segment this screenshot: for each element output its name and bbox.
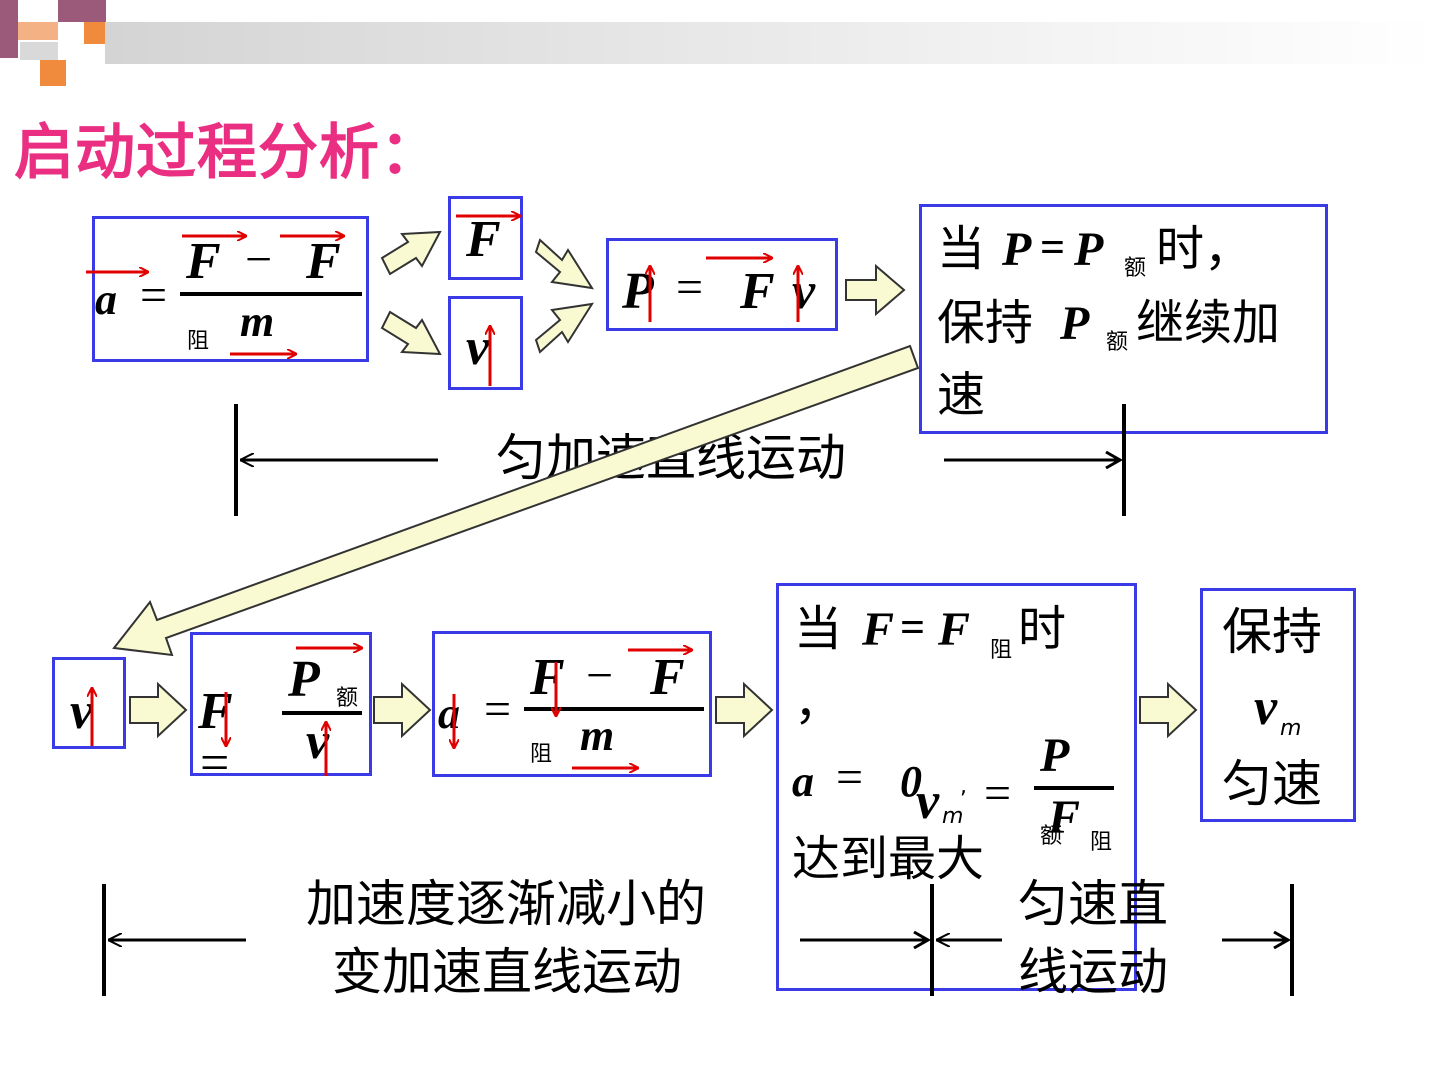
corner-square-orange-3	[40, 60, 66, 86]
status-2-continue: 继续加	[1136, 295, 1281, 351]
subscript-zu-2: 阻	[530, 742, 553, 767]
block-arrow-right-1	[845, 263, 906, 317]
status2-vm: v	[916, 773, 940, 830]
numerator-F: F	[186, 233, 221, 290]
status2-zero: 0	[900, 757, 922, 806]
corner-square-orange-1	[18, 22, 58, 40]
status2-dang: 当	[794, 601, 843, 657]
numerator-F-2: F	[530, 649, 565, 706]
symbol-F: F	[466, 211, 501, 268]
status-1-P: P	[1002, 223, 1032, 276]
fraction-line	[180, 292, 362, 296]
status2-F-resist: F	[938, 603, 971, 656]
status2-shi: 时	[1018, 601, 1067, 657]
numerator-minus-2: −	[586, 649, 614, 702]
acceleration-formula-box-2	[432, 631, 712, 777]
status2-sub-e: 额	[1040, 824, 1063, 849]
block-arrow-up-right-2	[534, 302, 595, 354]
symbol-v-3: v	[70, 683, 94, 740]
interval-head-right-1	[1105, 450, 1124, 470]
symbol-v: v	[466, 319, 490, 376]
numerator-minus: −	[245, 233, 273, 286]
force-F-box	[448, 196, 523, 280]
status2-fraction-line	[1034, 786, 1114, 790]
status2-F: F	[862, 603, 895, 656]
velocity-v-box	[448, 296, 523, 390]
status-2-baochi: 保持	[937, 295, 1034, 351]
status2-reach-max: 达到最大	[792, 831, 985, 887]
status2-a: a	[792, 757, 814, 806]
block-arrow-long-diagonal	[112, 344, 920, 657]
corner-square-maroon-1	[0, 0, 18, 58]
interval-head-mid-left-2	[913, 930, 932, 950]
force-formula-box	[190, 632, 372, 776]
status-1-dang: 当	[937, 221, 986, 277]
top-decorative-bar	[105, 22, 1440, 64]
status2-sub-zu: 阻	[990, 638, 1013, 663]
symbol-equals: =	[140, 269, 168, 322]
block-arrow-right-2	[129, 681, 188, 739]
numerator-F-resist-2: F	[650, 649, 685, 706]
symbol-F-2: F	[740, 263, 775, 320]
block-arrow-right-4	[715, 681, 774, 739]
status2-num-P: P	[1040, 729, 1070, 782]
keep-uniform: 匀速	[1222, 755, 1322, 813]
denominator-m: m	[240, 297, 275, 346]
corner-square-grey	[20, 42, 58, 60]
phase-label-uniform-line1: 匀速直	[1018, 875, 1168, 933]
status-1-eq: =	[1040, 223, 1066, 272]
status2-sub-zu-2: 阻	[1090, 830, 1113, 855]
force-sub-e: 额	[336, 686, 359, 711]
status-1-P-rated: P	[1074, 223, 1104, 276]
symbol-a: a	[95, 275, 117, 324]
corner-square-maroon-2	[58, 0, 106, 22]
status-1-sub-e: 额	[1124, 256, 1147, 281]
subscript-zu: 阻	[187, 329, 210, 354]
force-num-P: P	[288, 651, 320, 708]
fraction-line-2	[524, 707, 704, 711]
phase-label-variable-line2: 变加速直线运动	[332, 943, 682, 1001]
page-title: 启动过程分析：	[14, 118, 441, 188]
interval-head-right-2	[1273, 930, 1292, 950]
phase-label-variable-line1: 加速度逐渐减小的	[306, 875, 706, 933]
acceleration-formula-box-1	[92, 216, 369, 362]
symbol-equals-3: =	[484, 683, 512, 736]
status2-comma: ，	[794, 675, 843, 731]
phase-label-uniform-line2: 线运动	[1018, 943, 1168, 1001]
keep-vm-box	[1200, 588, 1356, 822]
velocity-v-box-2	[52, 657, 126, 749]
status2-vm-sub: m	[942, 804, 964, 829]
keep-baochi: 保持	[1222, 603, 1322, 661]
block-arrow-up-right	[380, 230, 442, 276]
status2-den-F: F	[1048, 791, 1081, 844]
numerator-F-resist: F	[306, 233, 341, 290]
keep-v-sub: m	[1280, 716, 1302, 741]
status2-eq-2: =	[836, 751, 864, 804]
block-arrow-right-3	[373, 681, 432, 739]
corner-square-orange-2	[84, 22, 106, 44]
force-fraction-line	[282, 711, 362, 715]
block-arrow-down-right	[380, 310, 442, 356]
status-2-sub-e: 额	[1106, 330, 1129, 355]
symbol-equals-2: =	[676, 261, 704, 314]
status2-comma-2: ,	[960, 774, 967, 799]
block-arrow-down-right-2	[534, 238, 595, 290]
keep-v: v	[1254, 679, 1278, 736]
status2-eq: =	[900, 603, 926, 652]
status-1-shi: 时，	[1156, 221, 1253, 277]
status2-eq-3: =	[984, 767, 1012, 820]
denominator-m-2: m	[580, 711, 615, 760]
block-arrow-right-5	[1139, 681, 1198, 739]
status-2-P: P	[1060, 297, 1090, 350]
status-3-su: 速	[937, 367, 986, 423]
